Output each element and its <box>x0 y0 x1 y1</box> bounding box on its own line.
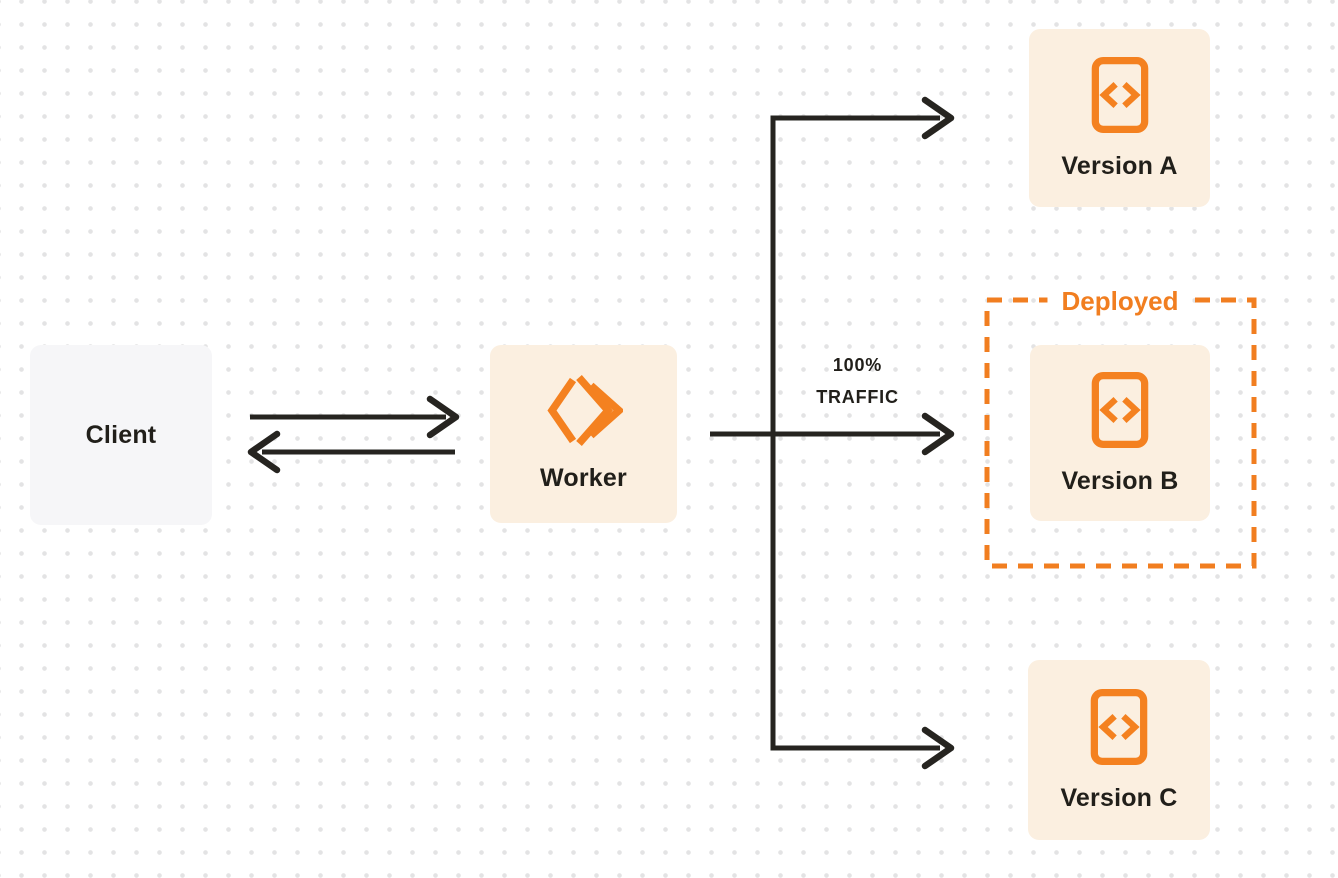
workers-logo-icon <box>545 375 625 446</box>
node-worker: Worker <box>490 345 677 523</box>
node-version-a-label: Version A <box>1061 151 1178 180</box>
worker-to-client-arrowhead <box>247 430 281 474</box>
traffic-percent-label: 100% <box>832 355 883 375</box>
worker-to-version-b-arrowhead <box>921 412 955 456</box>
node-worker-label: Worker <box>540 464 627 492</box>
node-client: Client <box>30 345 212 525</box>
code-file-icon <box>1090 688 1148 766</box>
branch-to-version-c-arrowhead <box>921 726 955 770</box>
node-version-a: Version A <box>1029 29 1210 207</box>
node-version-c-label: Version C <box>1060 783 1178 812</box>
branch-to-version-a-arrowhead <box>921 96 955 140</box>
code-file-icon <box>1091 56 1149 134</box>
node-version-b: Version B <box>1030 345 1210 521</box>
code-file-icon <box>1091 371 1149 449</box>
traffic-annotation: 100% TRAFFIC <box>785 349 930 413</box>
node-version-b-label: Version B <box>1061 466 1179 495</box>
node-version-c: Version C <box>1028 660 1210 840</box>
node-client-label: Client <box>85 420 157 449</box>
traffic-word-label: TRAFFIC <box>816 387 899 407</box>
deployed-label: Deployed <box>1047 286 1193 316</box>
client-to-worker-arrowhead <box>426 395 460 439</box>
